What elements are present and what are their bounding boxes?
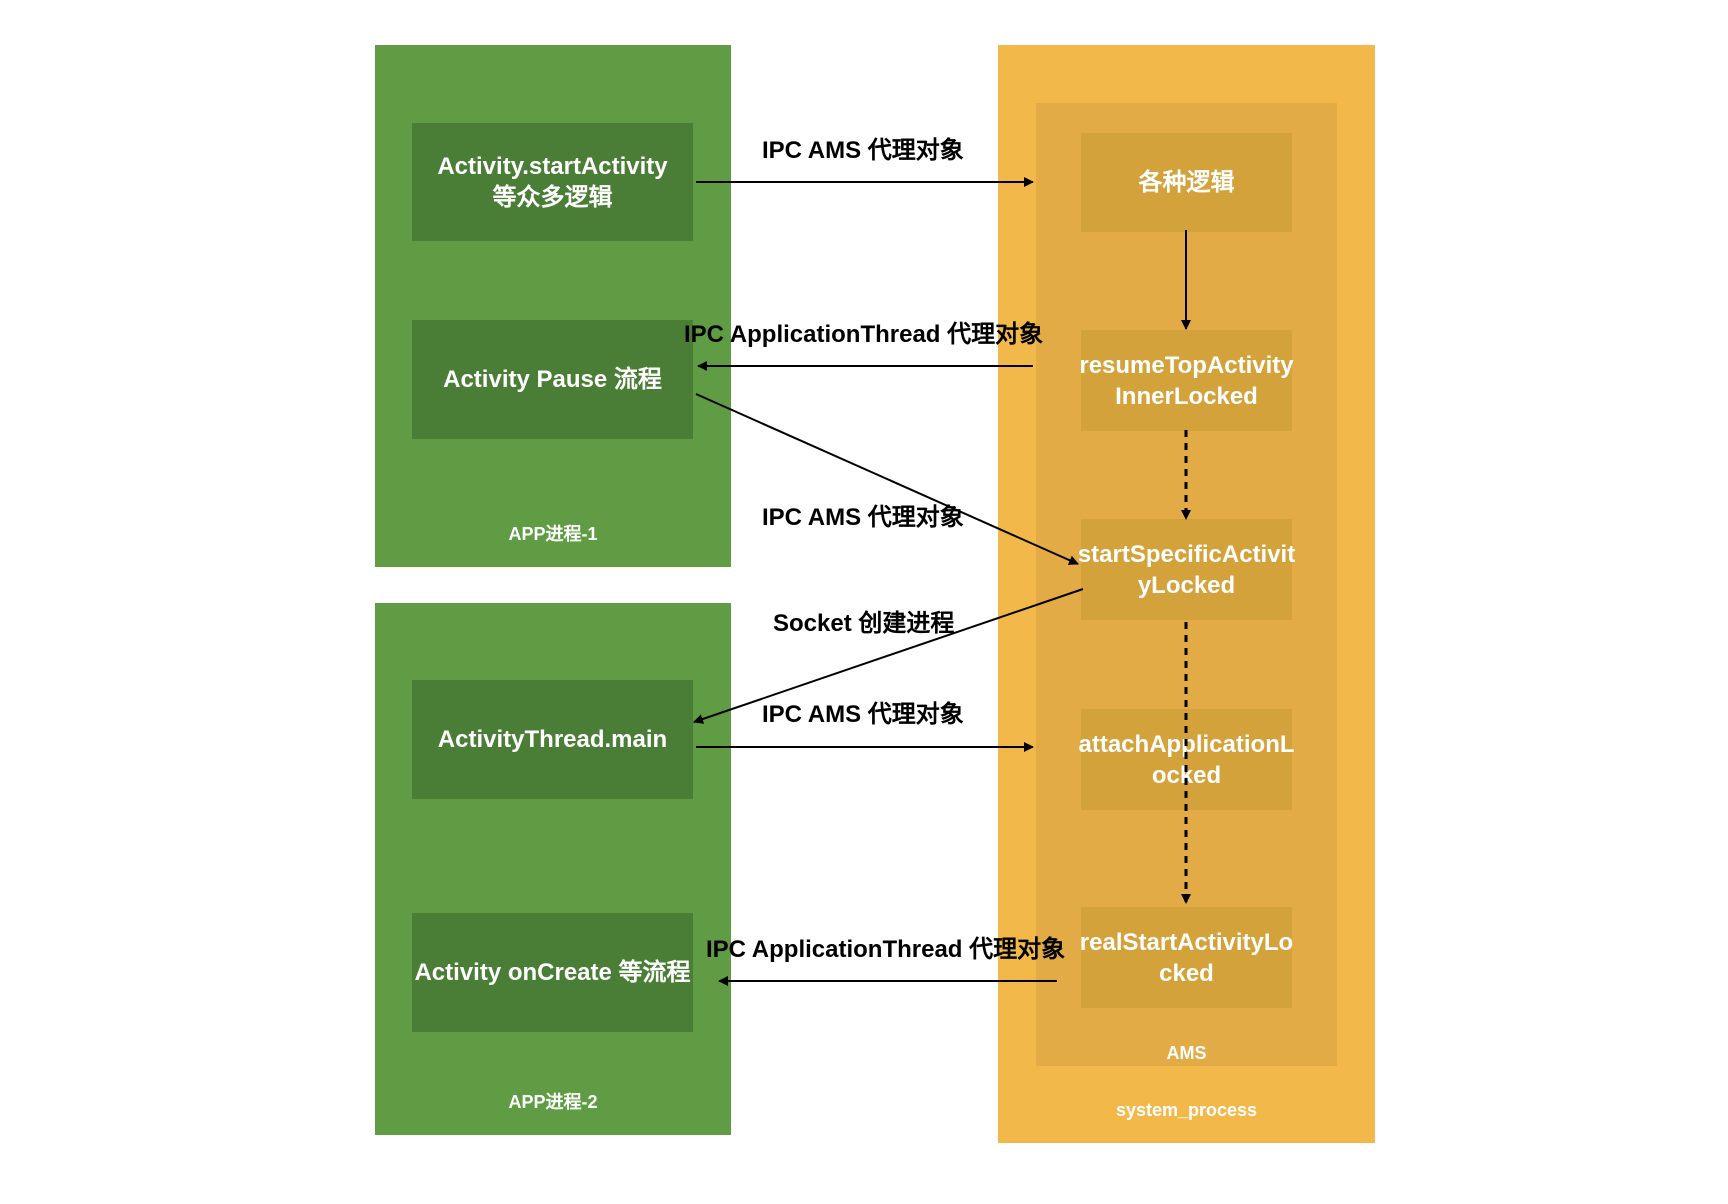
node-start-specific-activity: startSpecificActivit yLocked bbox=[1078, 519, 1295, 620]
system-process-title: system_process bbox=[1115, 1100, 1258, 1120]
node-resume-top-activity: resumeTopActivity InnerLocked bbox=[1079, 330, 1294, 431]
arrow-pause-to-start-specific bbox=[695, 393, 1079, 565]
node-various-logic: 各种逻辑 bbox=[1081, 133, 1292, 232]
node-activity-oncreate: Activity onCreate 等流程 bbox=[412, 913, 693, 1032]
label-ipc-app-thread-2: IPC ApplicationThread 代理对象 bbox=[706, 936, 1066, 963]
label-ipc-ams-1: IPC AMS 代理对象 bbox=[762, 137, 964, 164]
label-ipc-ams-2: IPC AMS 代理对象 bbox=[762, 504, 964, 531]
arrow-start-specific-to-thread-main bbox=[693, 588, 1084, 724]
label-ipc-app-thread-1: IPC ApplicationThread 代理对象 bbox=[684, 321, 1044, 348]
label-socket: Socket 创建进程 bbox=[773, 610, 955, 637]
node-start-activity: Activity.startActivity 等众多逻辑 bbox=[412, 123, 693, 241]
node-real-start-activity: realStartActivityLo cked bbox=[1080, 907, 1293, 1008]
app-process-2-title: APP进程-2 bbox=[508, 1092, 598, 1112]
label-ipc-ams-3: IPC AMS 代理对象 bbox=[762, 701, 964, 728]
node-activity-thread-main: ActivityThread.main bbox=[412, 680, 693, 799]
node-activity-pause: Activity Pause 流程 bbox=[412, 320, 693, 439]
app-process-1-title: APP进程-1 bbox=[508, 524, 598, 544]
ams-title: AMS bbox=[1166, 1043, 1207, 1063]
